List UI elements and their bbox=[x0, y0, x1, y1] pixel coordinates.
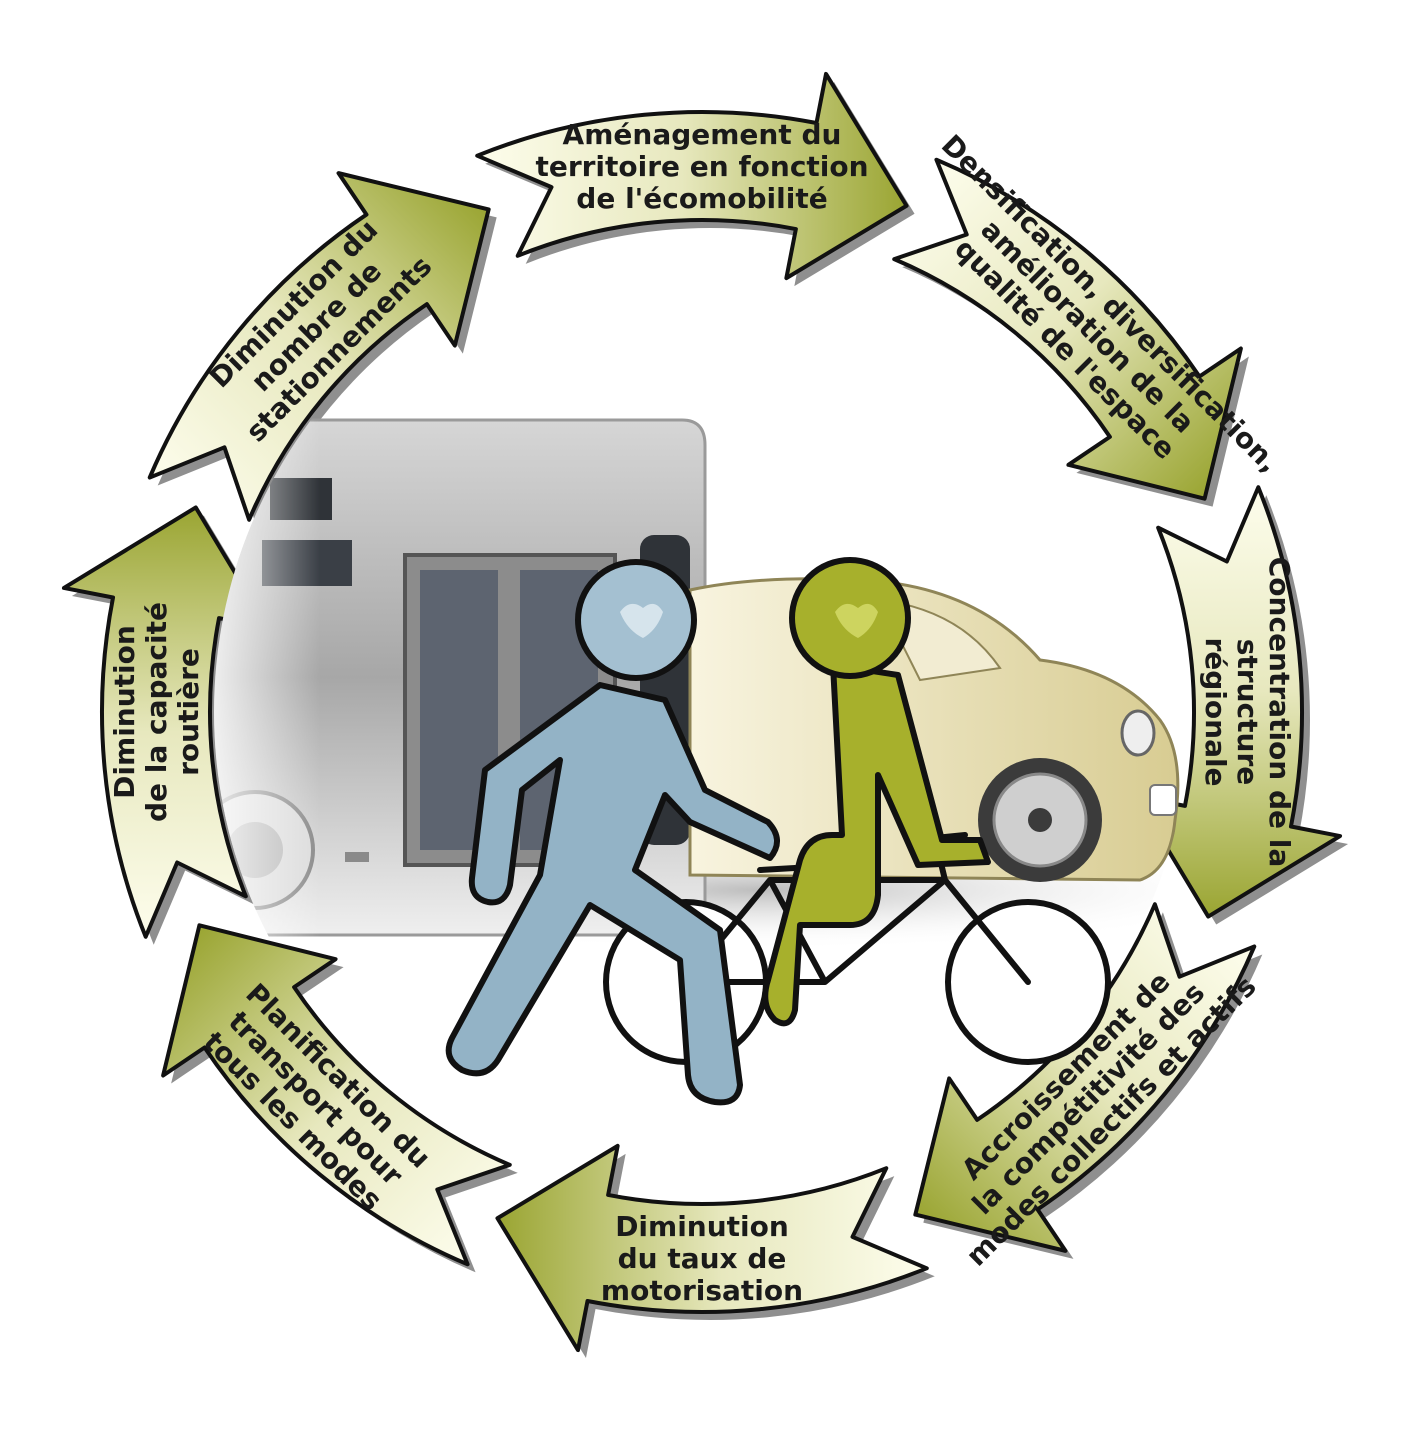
cycle-arrow-segment: Concentration de lastructurerégionale bbox=[1133, 485, 1349, 925]
cycle-step-line: territoire en fonction bbox=[535, 150, 868, 183]
cycle-step-line: structure bbox=[1231, 639, 1264, 786]
arrow-body bbox=[495, 1143, 929, 1353]
cycle-step-label: Diminutionde la capacitéroutière bbox=[108, 602, 205, 822]
cycle-step-line: Diminution bbox=[108, 625, 141, 799]
cycle-step-line: régionale bbox=[1199, 637, 1232, 786]
cycle-step-line: motorisation bbox=[601, 1274, 803, 1307]
cycle-arrow-segment: Planification dutransport pourtous les m… bbox=[161, 923, 518, 1273]
cycle-arrow-segment: Densification, diversification,améliorat… bbox=[892, 128, 1286, 507]
arrow-body bbox=[892, 157, 1243, 501]
arrow-body bbox=[61, 505, 271, 939]
pedestrian-figure bbox=[445, 559, 780, 1106]
arrow-body bbox=[161, 923, 512, 1267]
cycle-step-line: du taux de bbox=[618, 1242, 787, 1275]
cycle-step-line: de la capacité bbox=[140, 602, 173, 822]
arrow-body bbox=[913, 902, 1257, 1253]
arrow-body bbox=[475, 71, 909, 281]
arrow-body bbox=[147, 171, 491, 522]
cycle-step-label: Concentration de lastructurerégionale bbox=[1199, 557, 1296, 868]
arrow-body bbox=[1133, 485, 1343, 919]
cycle-step-line: Diminution bbox=[615, 1210, 789, 1243]
cycle-step-line: Aménagement du bbox=[563, 118, 842, 151]
cycle-step-line: routière bbox=[172, 648, 205, 776]
car-headlight bbox=[1120, 709, 1156, 757]
center-illustration bbox=[214, 418, 1190, 1106]
cycle-step-line: de l'écomobilité bbox=[576, 182, 827, 215]
cyclist-figure bbox=[762, 557, 991, 1027]
cycle-step-line: Concentration de la bbox=[1263, 557, 1296, 868]
